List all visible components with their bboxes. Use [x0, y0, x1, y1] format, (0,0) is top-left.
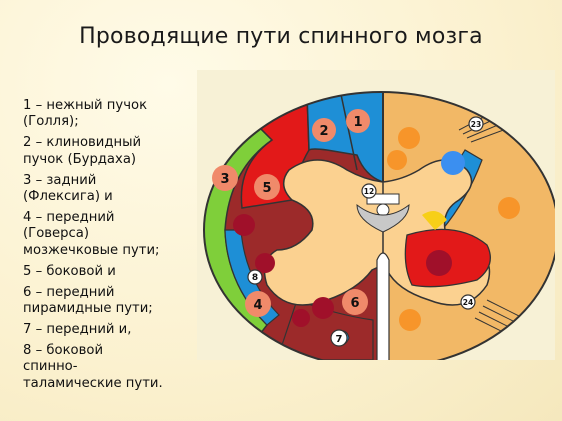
- marker-3: 3: [212, 165, 238, 191]
- legend-item-2: 2 – клиновидный пучок (Бурдаха): [23, 135, 142, 167]
- marker-bubble: [468, 116, 484, 132]
- marker-label: 7: [336, 334, 343, 345]
- marker-bubble: [330, 329, 348, 347]
- orange-dot: [387, 150, 407, 170]
- marker-24: 24: [460, 294, 476, 310]
- marker-bubble: [460, 294, 476, 310]
- marker-label: 12: [364, 187, 374, 196]
- marker-1: 1: [346, 109, 370, 133]
- marker-bubble: [247, 269, 263, 285]
- right-tracts: [383, 109, 528, 339]
- marker-bubble: [245, 291, 271, 317]
- marker-label: 3: [220, 172, 229, 187]
- marker-bubble: [312, 118, 336, 142]
- yellow-patch: [422, 211, 447, 230]
- grey-commissure: [356, 203, 410, 233]
- marker-2: 2: [312, 118, 336, 142]
- tract-dot: [312, 297, 334, 319]
- marker-label: 2: [319, 124, 328, 139]
- legend-item-6: 6 – передний пирамидные пути;: [23, 284, 153, 316]
- marker-label: 4: [253, 298, 262, 313]
- spinal-cord-diagram: 1 2 3 5 4 6 7 8: [197, 70, 559, 369]
- legend-list: 1 – нежный пучок (Голля); 2 – клиновидны…: [23, 98, 203, 397]
- legend-item-8: 8 – боковой спинно- таламические пути.: [23, 342, 163, 391]
- legend-item-3: 3 – задний (Флексига) и: [23, 172, 113, 205]
- page-title: Проводящие пути спинного мозга: [79, 24, 483, 49]
- marker-label: 24: [463, 298, 473, 307]
- posterior-columns-left: [306, 92, 383, 184]
- marker-bubble: [361, 183, 377, 199]
- marker-23: 23: [468, 116, 484, 132]
- marker-bubble: [342, 289, 368, 315]
- orange-dot: [498, 197, 520, 219]
- legend-item-1: 1 – нежный пучок (Голля);: [23, 98, 148, 130]
- marker-4: 4: [245, 291, 271, 317]
- marker-7: 7: [330, 329, 348, 347]
- marker-bubble: [254, 174, 280, 200]
- orange-dot: [398, 127, 420, 149]
- marker-label: 6: [350, 296, 359, 311]
- marker-8: 8: [247, 269, 263, 285]
- legend-item-5: 5 – боковой и: [23, 263, 116, 279]
- marker-bubble: [346, 109, 370, 133]
- central-canal: [376, 203, 390, 217]
- marker-12: 12: [361, 183, 377, 199]
- tract-dot: [255, 253, 275, 273]
- tract-dot: [233, 214, 255, 236]
- marker-6: 6: [342, 289, 368, 315]
- tract-dot: [426, 250, 452, 276]
- marker-bubble: [212, 165, 238, 191]
- spinal-cord-svg: 1 2 3 5 4 6 7 8: [197, 70, 559, 369]
- orange-dot: [399, 309, 421, 331]
- anterior-median-fissure: [376, 252, 390, 368]
- marker-label: 8: [252, 273, 258, 283]
- marker-5: 5: [254, 174, 280, 200]
- marker-label: 23: [471, 120, 481, 129]
- legend-item-4: 4 – передний (Говерса) мозжечковые пути;: [23, 209, 160, 258]
- tract-dot: [292, 309, 310, 327]
- blue-dot: [441, 151, 465, 175]
- marker-label: 5: [262, 181, 271, 196]
- marker-label: 1: [353, 115, 362, 130]
- legend-item-7: 7 – передний и,: [23, 321, 132, 337]
